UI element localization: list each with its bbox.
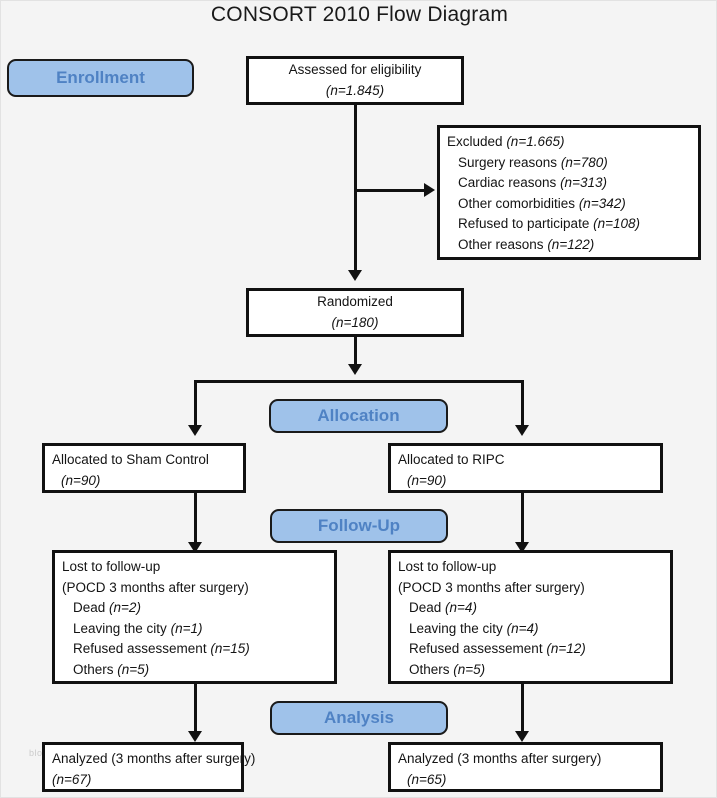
arrowhead-into-lost-left — [188, 542, 202, 553]
arrowhead-into-analyzed-left — [188, 731, 202, 742]
excluded-reason-row: Other comorbidities (n=342) — [447, 194, 691, 215]
lost-right-item-label: Dead — [409, 600, 442, 616]
lost-left-item-row: Leaving the city (n=1) — [62, 619, 327, 640]
arrowhead-into-allocated-right — [515, 425, 529, 436]
lost-right-line2: (POCD 3 months after surgery) — [398, 579, 585, 595]
node-assessed-count: (n=1.845) — [325, 82, 385, 98]
node-assessed-line1: Assessed for eligibility — [288, 61, 422, 77]
analyzed-right-label: Analyzed (3 months after surgery) — [398, 751, 602, 766]
node-lost-to-followup-sham: Lost to follow-up (POCD 3 months after s… — [52, 550, 337, 684]
excluded-reason-row: Refused to participate (n=108) — [447, 214, 691, 235]
connector-to-excluded — [354, 189, 425, 192]
excluded-reason-count: (n=108) — [593, 216, 641, 232]
arrowhead-into-randomized — [348, 270, 362, 281]
excluded-reason-label: Other comorbidities — [458, 195, 576, 211]
lost-left-item-label: Refused assessement — [73, 641, 207, 657]
excluded-reason-row: Surgery reasons (n=780) — [447, 153, 691, 174]
connector-split-left — [194, 380, 197, 427]
lost-left-item-label: Others — [73, 661, 114, 677]
allocated-left-count: (n=90) — [61, 472, 101, 488]
excluded-reason-row: Other reasons (n=122) — [447, 235, 691, 256]
lost-left-item-row: Refused assessement (n=15) — [62, 639, 327, 660]
lost-right-item-row: Others (n=5) — [398, 660, 663, 681]
arrowhead-into-analyzed-right — [515, 731, 529, 742]
connector-allocated-right-to-lost — [521, 493, 524, 545]
excluded-reason-count: (n=122) — [547, 236, 595, 252]
node-randomized: Randomized (n=180) — [246, 288, 464, 337]
excluded-heading: Excluded (n=1.665) — [447, 132, 691, 153]
stage-label-followup: Follow-Up — [270, 509, 448, 543]
lost-left-item-label: Dead — [73, 600, 106, 616]
allocated-left-label: Allocated to Sham Control — [52, 452, 209, 467]
excluded-reason-count: (n=342) — [578, 195, 626, 211]
node-randomized-line1: Randomized — [317, 293, 393, 309]
node-allocated-ripc: Allocated to RIPC (n=90) — [388, 443, 663, 493]
lost-right-item-count: (n=4) — [445, 600, 477, 616]
lost-left-item-count: (n=1) — [170, 620, 203, 636]
stage-label-allocation: Allocation — [269, 399, 448, 433]
connector-lost-left-to-analyzed — [194, 684, 197, 734]
node-excluded: Excluded (n=1.665) Surgery reasons (n=78… — [437, 125, 701, 260]
connector-allocated-left-to-lost — [194, 493, 197, 545]
connector-assessed-to-randomized — [354, 105, 357, 271]
stage-label-enrollment: Enrollment — [7, 59, 194, 97]
lost-right-item-label: Others — [409, 661, 450, 677]
stage-label-allocation-text: Allocation — [317, 406, 400, 425]
lost-right-item-count: (n=12) — [546, 641, 586, 657]
lost-left-item-count: (n=2) — [109, 600, 141, 616]
connector-split-right — [521, 380, 524, 427]
analyzed-left-label: Analyzed (3 months after surgery) — [52, 751, 256, 766]
lost-right-item-label: Refused assessement — [409, 641, 543, 657]
lost-left-item-label: Leaving the city — [73, 620, 167, 636]
lost-right-item-row: Refused assessement (n=12) — [398, 639, 663, 660]
lost-right-item-row: Dead (n=4) — [398, 598, 663, 619]
lost-left-item-count: (n=15) — [210, 641, 250, 657]
excluded-heading-count: (n=1.665) — [506, 134, 565, 149]
lost-left-line1: Lost to follow-up — [62, 559, 161, 574]
excluded-reason-label: Refused to participate — [458, 216, 590, 232]
allocated-right-label: Allocated to RIPC — [398, 452, 505, 467]
lost-left-item-row: Dead (n=2) — [62, 598, 327, 619]
excluded-reason-label: Cardiac reasons — [458, 175, 557, 191]
arrowhead-into-allocated-left — [188, 425, 202, 436]
lost-right-item-label: Leaving the city — [409, 620, 503, 636]
stage-label-analysis-text: Analysis — [324, 708, 394, 727]
node-lost-to-followup-ripc: Lost to follow-up (POCD 3 months after s… — [388, 550, 673, 684]
analyzed-right-count: (n=65) — [407, 771, 447, 787]
lost-left-item-row: Others (n=5) — [62, 660, 327, 681]
stage-label-analysis: Analysis — [270, 701, 448, 735]
connector-randomized-stem — [354, 337, 357, 367]
connector-allocation-split-bar — [194, 380, 524, 383]
excluded-reason-count: (n=313) — [560, 175, 607, 191]
arrowhead-into-lost-right — [515, 542, 529, 553]
lost-right-item-row: Leaving the city (n=4) — [398, 619, 663, 640]
node-allocated-sham-control: Allocated to Sham Control (n=90) — [42, 443, 246, 493]
allocated-right-count: (n=90) — [407, 472, 447, 488]
lost-left-item-count: (n=5) — [117, 661, 150, 677]
lost-left-line2: (POCD 3 months after surgery) — [62, 579, 249, 595]
node-analyzed-sham-control: Analyzed (3 months after surgery) (n=67) — [42, 742, 256, 792]
lost-right-item-count: (n=4) — [506, 620, 539, 636]
excluded-reason-label: Surgery reasons — [458, 154, 558, 170]
excluded-reason-label: Other reasons — [458, 236, 544, 252]
analyzed-left-count: (n=67) — [52, 771, 92, 787]
watermark-text: blo — [29, 748, 43, 758]
connector-lost-right-to-analyzed — [521, 684, 524, 734]
lost-right-line1: Lost to follow-up — [398, 559, 497, 574]
excluded-heading-label: Excluded — [447, 134, 503, 149]
node-analyzed-ripc: Analyzed (3 months after surgery) (n=65) — [388, 742, 663, 792]
arrowhead-into-excluded — [424, 183, 435, 197]
node-randomized-count: (n=180) — [331, 314, 379, 330]
node-assessed-for-eligibility: Assessed for eligibility (n=1.845) — [246, 56, 464, 105]
excluded-reason-count: (n=780) — [560, 154, 608, 170]
excluded-reason-row: Cardiac reasons (n=313) — [447, 173, 691, 194]
stage-label-followup-text: Follow-Up — [317, 516, 401, 535]
lost-right-item-count: (n=5) — [453, 661, 486, 677]
arrowhead-randomized-split — [348, 364, 362, 375]
stage-label-enrollment-text: Enrollment — [56, 68, 145, 87]
page-title: CONSORT 2010 Flow Diagram — [210, 3, 509, 26]
